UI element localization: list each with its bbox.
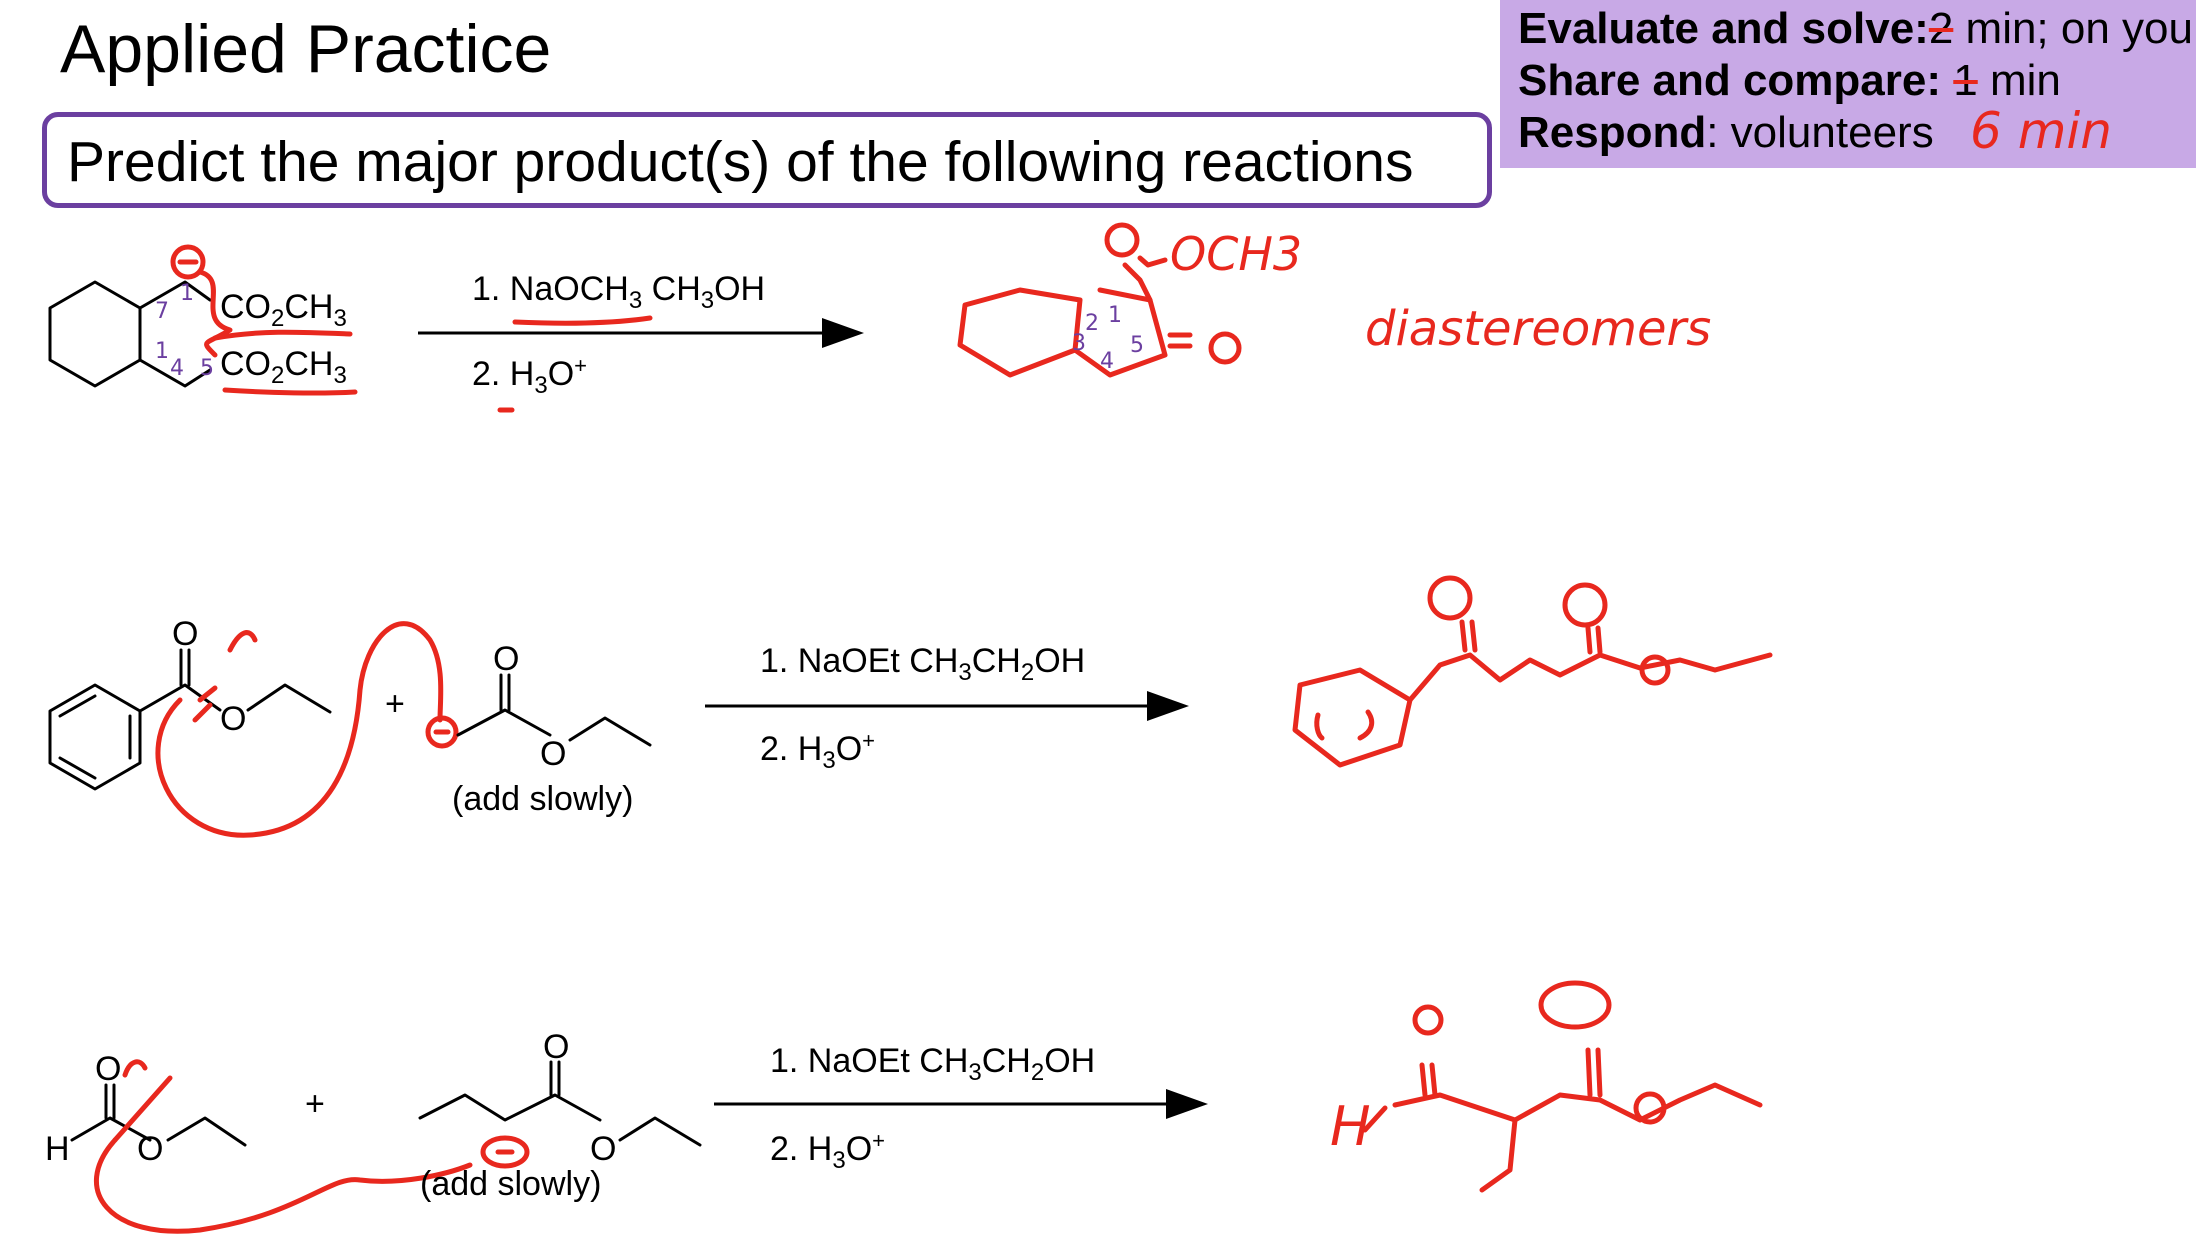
carbanion-circle xyxy=(425,715,459,749)
ester-O: O xyxy=(540,735,566,773)
chain-lower xyxy=(138,358,212,388)
note-diastereomers: diastereomers xyxy=(1365,301,1711,357)
timer-share: Share and compare: 1 min xyxy=(1518,56,2061,106)
reagent-2: 2. H3O+ xyxy=(760,728,875,774)
carbanion-circle xyxy=(480,1135,530,1169)
handwritten-time: 6 min xyxy=(1970,102,2112,160)
atom-number: 3 xyxy=(1072,331,1086,356)
timer-evaluate-label: Evaluate and solve: xyxy=(1518,4,1929,53)
mechanism-arrow xyxy=(93,1137,473,1234)
timer-share-struck: 1 xyxy=(1953,56,1978,105)
reagent-1: 1. NaOEt CH3CH2OH xyxy=(760,642,1085,686)
carbanion-circle xyxy=(170,244,206,280)
timer-evaluate-struck: 2 xyxy=(1928,4,1954,53)
mechanism-arrow xyxy=(197,269,233,358)
add-slowly-note: (add slowly) xyxy=(420,1165,601,1203)
chain-upper xyxy=(138,280,212,310)
product-2 xyxy=(1292,575,1773,768)
reagent-1: 1. NaOCH3 CH3OH xyxy=(472,270,765,314)
ink-mark xyxy=(112,1075,173,1143)
cyclohexane-ring xyxy=(48,280,142,388)
product-1: OCH3 2 1 3 4 5 xyxy=(957,222,1302,378)
ink-mark xyxy=(192,685,218,723)
page-title: Applied Practice xyxy=(60,11,552,87)
atom-number: 7 xyxy=(155,299,169,324)
ester-O: O xyxy=(590,1130,616,1168)
atom-number: 4 xyxy=(1100,349,1114,374)
carbonyl-O: O xyxy=(172,615,198,653)
underline xyxy=(212,329,353,341)
atom-number: 1 xyxy=(1108,303,1122,328)
underline xyxy=(222,387,358,396)
ink-arrow xyxy=(122,1059,148,1078)
reagent-2: 2. H3O+ xyxy=(770,1128,885,1174)
ester-O: O xyxy=(220,700,246,738)
atom-number: 5 xyxy=(1130,333,1144,358)
timer-respond: Respond: volunteers xyxy=(1518,108,1934,158)
product-label: OCH3 xyxy=(1170,227,1302,281)
atom-number: 2 xyxy=(1085,311,1099,336)
plus-sign: + xyxy=(305,1085,325,1123)
carbonyl-O: O xyxy=(543,1028,569,1066)
timer-respond-label: Respond xyxy=(1518,108,1707,157)
atom-number: 4 xyxy=(170,356,184,381)
formyl-H: H xyxy=(45,1130,70,1168)
reagent-2: 2. H3O+ xyxy=(472,353,587,399)
prompt-text: Predict the major product(s) of the foll… xyxy=(67,130,1414,194)
reaction-3: H O O + O O (add slowly) 1. NaOEt CH3CH2… xyxy=(45,980,1763,1234)
carbonyl-O: O xyxy=(95,1050,121,1088)
timer-share-label: Share and compare: xyxy=(1518,56,1942,105)
benzene-ring xyxy=(48,683,142,791)
mechanism-arrow xyxy=(155,621,444,838)
atom-number: 1 xyxy=(180,281,194,306)
add-slowly-note: (add slowly) xyxy=(452,780,633,818)
atom-number: 1 xyxy=(155,339,169,364)
product-3: H xyxy=(1330,980,1763,1193)
timer-evaluate-value: min; on you xyxy=(1953,4,2193,53)
prompt-box: Predict the major product(s) of the foll… xyxy=(42,112,1492,208)
ester-group-top: CO2CH3 xyxy=(220,288,347,332)
timer-share-value: min xyxy=(1977,56,2061,105)
reaction-2: O O + O O (add slowly) 1. NaOEt CH3CH2OH… xyxy=(48,575,1773,838)
ester-O: O xyxy=(137,1130,163,1168)
carbonyl-O: O xyxy=(493,640,519,678)
timer-panel: Evaluate and solve:2 min; on you Share a… xyxy=(1500,0,2196,168)
ink-arrow xyxy=(227,630,258,653)
atom-number: 5 xyxy=(200,356,214,381)
ester-group-bottom: CO2CH3 xyxy=(220,345,347,389)
plus-sign: + xyxy=(385,685,405,723)
timer-evaluate: Evaluate and solve:2 min; on you xyxy=(1518,4,2193,54)
underline xyxy=(512,315,653,326)
timer-respond-value: : volunteers xyxy=(1706,108,1934,157)
reagent-1: 1. NaOEt CH3CH2OH xyxy=(770,1042,1095,1086)
product-label: H xyxy=(1330,1095,1371,1158)
reaction-1: CO2CH3 CO2CH3 7 1 1 4 5 1. NaOCH3 CH3OH … xyxy=(48,222,1711,413)
